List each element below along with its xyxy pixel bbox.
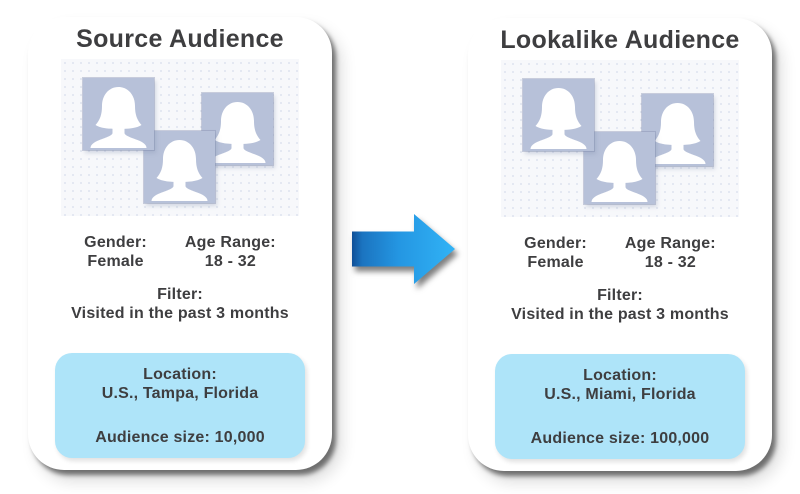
filter-label: Filter: (597, 287, 643, 304)
source-audience-card: Source Audience (28, 17, 332, 470)
location-audience-box: Location: U.S., Tampa, Florida Audience … (55, 353, 305, 458)
filter-label: Filter: (157, 286, 203, 303)
female-avatar-icon (144, 131, 215, 203)
filter-block: Filter: Visited in the past 3 months (468, 286, 772, 324)
age-range-label: Age Range: (184, 234, 276, 251)
age-range-value: 18 - 32 (644, 254, 696, 271)
gender-age-row: Gender: Female Age Range: 18 - 32 (468, 234, 772, 272)
age-range-block: Age Range: 18 - 32 (625, 234, 716, 272)
location-audience-box: Location: U.S., Miami, Florida Audience … (495, 354, 745, 459)
gender-block: Gender: Female (84, 233, 147, 271)
filter-value: Visited in the past 3 months (511, 306, 729, 323)
age-range-value: 18 - 32 (204, 253, 256, 270)
audience-size: Audience size: 100,000 (530, 430, 710, 447)
gender-value: Female (527, 254, 584, 271)
lookalike-audience-card: Lookalike Audience (468, 18, 772, 471)
filter-block: Filter: Visited in the past 3 months (28, 285, 332, 323)
audience-photos-panel (501, 60, 739, 217)
gender-age-row: Gender: Female Age Range: 18 - 32 (28, 233, 332, 271)
age-range-label: Age Range: (624, 235, 716, 252)
audience-photos-panel (61, 59, 299, 216)
location-label: Location: (583, 367, 657, 384)
card-title: Source Audience (76, 25, 284, 53)
arrow-right-icon (352, 214, 455, 284)
location-value: U.S., Miami, Florida (544, 386, 696, 403)
filter-value: Visited in the past 3 months (71, 305, 289, 322)
age-range-block: Age Range: 18 - 32 (185, 233, 276, 271)
location-label: Location: (143, 366, 217, 383)
female-avatar-icon (83, 78, 154, 150)
location-value: U.S., Tampa, Florida (101, 385, 259, 402)
female-avatar-icon (523, 79, 594, 151)
gender-label: Gender: (84, 234, 147, 251)
gender-label: Gender: (524, 235, 587, 252)
female-avatar-icon (584, 132, 655, 204)
gender-block: Gender: Female (524, 234, 587, 272)
audience-size: Audience size: 10,000 (95, 429, 265, 446)
gender-value: Female (87, 253, 144, 270)
card-title: Lookalike Audience (500, 26, 740, 54)
